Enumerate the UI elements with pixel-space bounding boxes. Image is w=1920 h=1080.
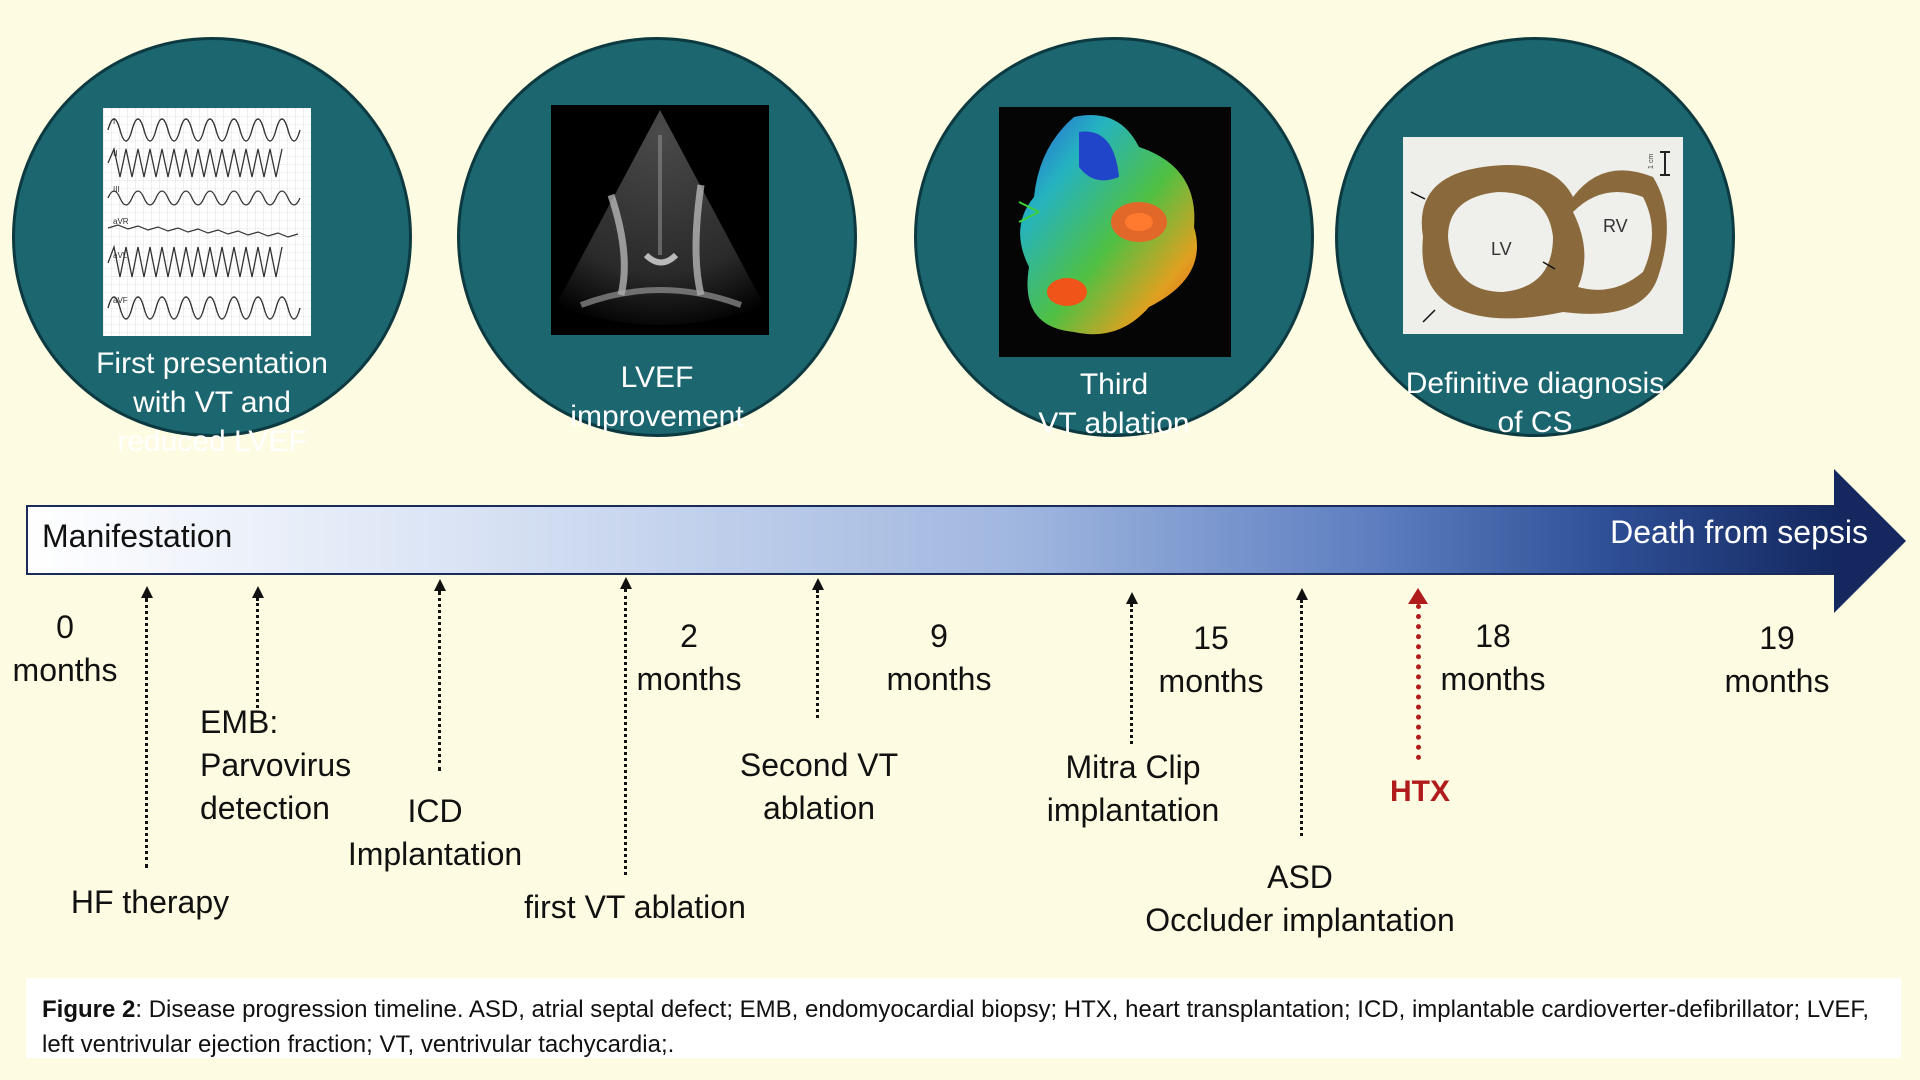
event-label-icd: ICD Implantation <box>347 793 523 872</box>
event-line-emb <box>256 598 259 708</box>
event-label-second-vt-ablation: Second VT ablation <box>739 747 899 826</box>
month-label: 19 months <box>1724 620 1830 699</box>
event-line-first-vt <box>624 589 627 875</box>
month-label: 0 months <box>12 609 118 688</box>
echocardiogram-icon <box>556 110 764 325</box>
event-line-asd <box>1300 600 1303 836</box>
svg-text:1 cm: 1 cm <box>1648 154 1655 169</box>
month-label: 2 months <box>636 618 742 697</box>
event-arrow-tip-htx <box>1408 588 1428 604</box>
event-arrow-tip <box>1296 588 1308 600</box>
echocardiogram-image <box>551 105 769 335</box>
timeline-arrow <box>26 505 1838 575</box>
event-line-second-vt <box>816 590 819 718</box>
event-line-htx <box>1416 604 1421 760</box>
electroanatomic-map-image <box>999 107 1231 357</box>
svg-text:aVL: aVL <box>113 251 128 260</box>
circle-caption: Definitive diagnosis of CS <box>1405 367 1665 439</box>
svg-text:RV: RV <box>1603 216 1628 236</box>
svg-text:II: II <box>113 149 117 158</box>
event-line-icd <box>438 591 441 771</box>
event-arrow-tip <box>812 578 824 590</box>
event-arrow-tip <box>434 579 446 591</box>
svg-text:III: III <box>113 185 120 194</box>
event-label-htx: HTX <box>1390 775 1450 808</box>
event-label-mitraclip: Mitra Clip implantation <box>1046 749 1220 828</box>
circle-first-presentation: I II III aVR aVL aVF First presentation … <box>12 37 412 458</box>
event-label-first-vt-ablation: first VT ablation <box>524 889 746 925</box>
ecg-tracing-icon: I II III aVR aVL aVF <box>103 108 311 336</box>
event-label-hf-therapy: HF therapy <box>70 884 230 920</box>
heart-specimen-image: LV RV 1 cm <box>1403 137 1683 334</box>
event-arrow-tip <box>252 586 264 598</box>
event-label-emb: EMB: Parvovirus detection <box>200 704 352 826</box>
event-arrow-tip <box>620 577 632 589</box>
month-label: 18 months <box>1440 618 1546 697</box>
circle-definitive-diagnosis: LV RV 1 cm Definitive diagnosis of CS <box>1335 37 1735 439</box>
timeline-start-label: Manifestation <box>42 518 233 554</box>
svg-text:aVR: aVR <box>113 217 129 226</box>
timeline-arrowhead <box>1834 469 1906 613</box>
caption-text: : Disease progression timeline. ASD, atr… <box>42 996 1870 1058</box>
heart-specimen-icon: LV RV 1 cm <box>1410 151 1670 323</box>
month-label: 15 months <box>1158 620 1264 699</box>
svg-text:I: I <box>113 117 115 126</box>
event-label-asd-occluder: ASD Occluder implantation <box>1145 859 1455 938</box>
figure-caption: Figure 2: Disease progression timeline. … <box>26 978 1901 1058</box>
event-line-mitraclip <box>1130 604 1133 744</box>
circle-caption: First presentation with VT and reduced L… <box>96 347 328 458</box>
svg-text:LV: LV <box>1491 239 1512 259</box>
event-line-hf <box>145 598 148 868</box>
month-label: 9 months <box>886 618 992 697</box>
caption-bold: Figure 2 <box>42 996 136 1023</box>
circle-lvef-improvement: LVEF improvement <box>457 37 857 437</box>
svg-text:aVF: aVF <box>113 296 128 305</box>
event-arrow-tip <box>141 586 153 598</box>
circle-caption: LVEF improvement <box>570 361 744 433</box>
circle-third-vt-ablation: Third VT ablation <box>914 37 1314 440</box>
ecg-image: I II III aVR aVL aVF <box>103 108 311 336</box>
timeline-end-label: Death from sepsis <box>1610 514 1868 550</box>
circle-caption: Third VT ablation <box>1038 368 1190 440</box>
event-arrow-tip <box>1126 592 1138 604</box>
electroanatomic-map-icon <box>1018 115 1197 335</box>
